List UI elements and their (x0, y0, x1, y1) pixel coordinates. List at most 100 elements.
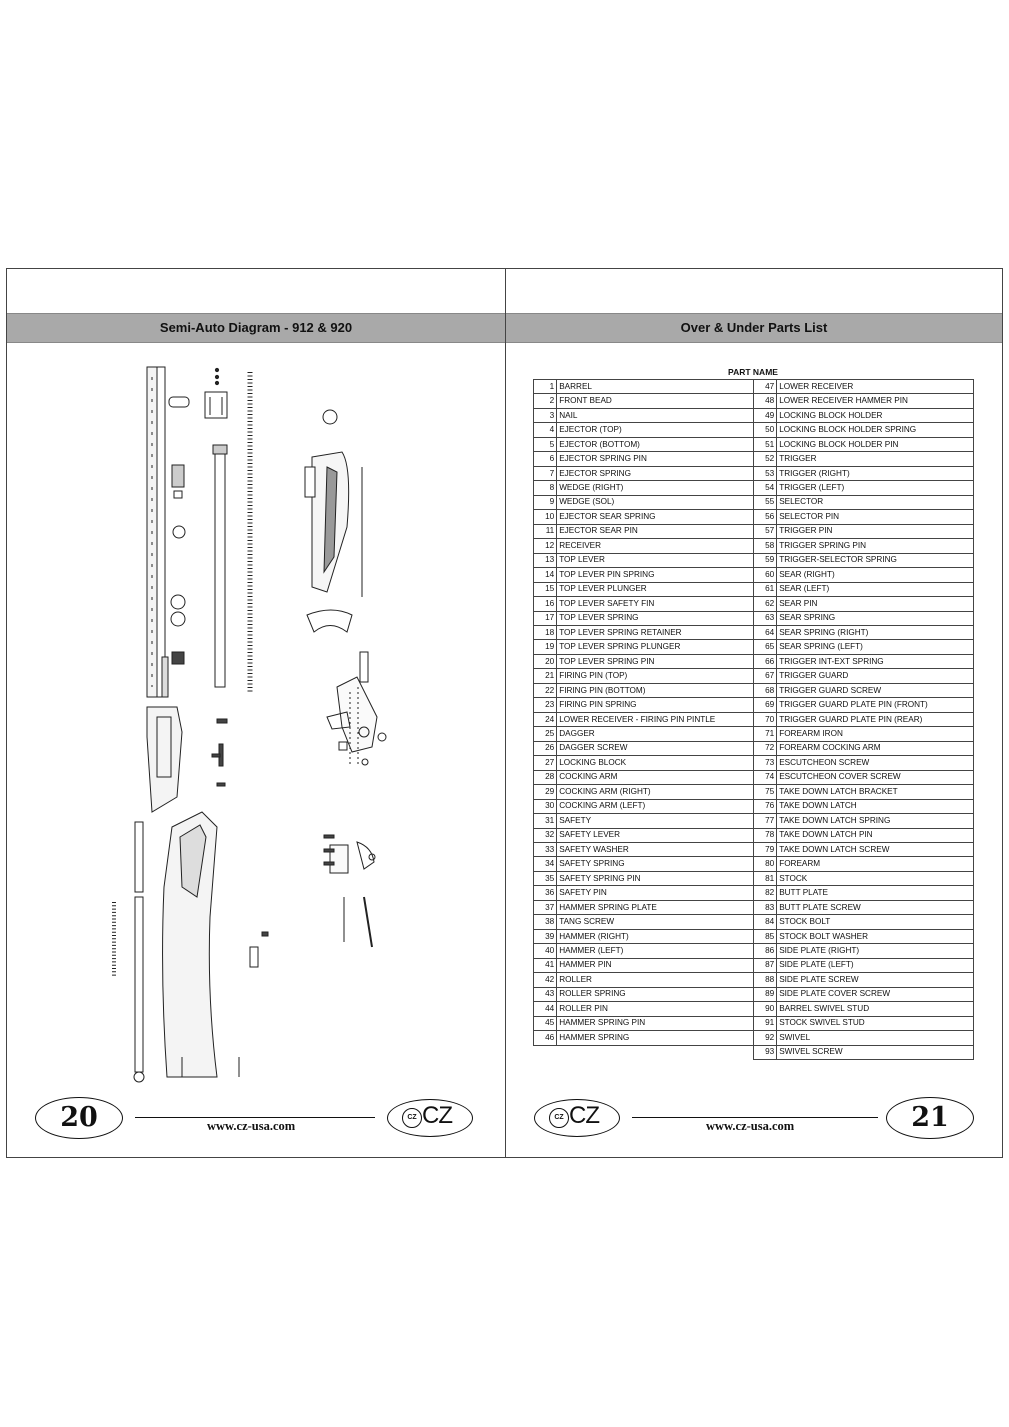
right-page-header: Over & Under Parts List (506, 313, 1002, 343)
part-number: 91 (752, 1015, 778, 1032)
part-number: 82 (752, 885, 778, 901)
part-name: SAFETY PIN (556, 885, 754, 901)
part-number: 34 (532, 856, 558, 872)
part-name: WEDGE (RIGHT) (556, 480, 754, 496)
part-number: 61 (752, 581, 778, 598)
part-name: SEAR (LEFT) (776, 581, 974, 598)
part-name: HAMMER SPRING PLATE (556, 899, 754, 916)
part-name: TOP LEVER SPRING PIN (556, 653, 754, 670)
part-number: 65 (752, 639, 778, 655)
part-number: 66 (752, 653, 778, 670)
part-name: FOREARM IRON (776, 726, 974, 742)
part-number: 56 (752, 509, 778, 525)
part-number: 11 (532, 523, 558, 540)
part-number: 32 (532, 827, 558, 844)
part-number: 26 (532, 740, 558, 757)
left-page-footer: 20 www.cz-usa.com CZ CZ (7, 1093, 505, 1153)
part-name: TRIGGER (LEFT) (776, 480, 974, 496)
part-name: FRONT BEAD (556, 393, 754, 409)
part-number: 44 (532, 1001, 558, 1017)
part-name: HAMMER (RIGHT) (556, 928, 754, 945)
page-number: 20 (35, 1097, 123, 1139)
part-name: SIDE PLATE COVER SCREW (776, 986, 974, 1003)
part-number: 73 (752, 755, 778, 771)
part-number: 58 (752, 538, 778, 554)
empty-cell (557, 1045, 754, 1059)
part-name: SAFETY WASHER (556, 841, 754, 858)
cz-logo: CZ CZ (387, 1099, 473, 1137)
part-number: 9 (532, 494, 558, 511)
part-name: TAKE DOWN LATCH SCREW (776, 841, 974, 858)
part-name: LOCKING BLOCK HOLDER (776, 407, 974, 424)
part-name: COCKING ARM (LEFT) (556, 798, 754, 815)
left-page: Semi-Auto Diagram - 912 & 920 (7, 269, 505, 1157)
part-number: 36 (532, 885, 558, 901)
part-number: 16 (532, 596, 558, 612)
part-name: HAMMER SPRING PIN (556, 1015, 754, 1032)
part-name: SEAR SPRING (776, 610, 974, 626)
part-name: ESCUTCHEON SCREW (776, 755, 974, 771)
part-name: BARREL (556, 378, 754, 395)
part-number: 48 (752, 393, 778, 409)
part-number: 31 (532, 813, 558, 829)
part-name: SEAR (RIGHT) (776, 567, 974, 583)
part-name: LOCKING BLOCK (556, 755, 754, 771)
part-name: FOREARM (776, 856, 974, 872)
footer-rule (632, 1117, 878, 1118)
website-link[interactable]: www.cz-usa.com (207, 1119, 296, 1133)
part-name: TOP LEVER PLUNGER (556, 581, 754, 598)
part-number: 63 (752, 610, 778, 626)
part-name: SELECTOR PIN (776, 509, 974, 525)
part-name: TRIGGER-SELECTOR SPRING (776, 552, 974, 569)
part-number: 37 (532, 899, 558, 916)
part-number: 14 (532, 567, 558, 583)
part-number: 53 (752, 465, 778, 482)
part-name: TRIGGER GUARD SCREW (776, 682, 974, 699)
part-name: HAMMER SPRING (556, 1030, 754, 1046)
part-name: TOP LEVER SPRING RETAINER (556, 624, 754, 641)
part-name: ESCUTCHEON COVER SCREW (776, 769, 974, 786)
barrel-drawing (146, 366, 169, 698)
part-name: LOCKING BLOCK HOLDER SPRING (776, 422, 974, 438)
part-number: 2 (532, 393, 558, 409)
part-number: 78 (752, 827, 778, 844)
part-number: 8 (532, 480, 558, 496)
part-number: 22 (532, 682, 558, 699)
part-name: ROLLER SPRING (556, 986, 754, 1003)
part-number: 71 (752, 726, 778, 742)
part-number: 39 (532, 928, 558, 945)
part-name: FIRING PIN (BOTTOM) (556, 682, 754, 699)
part-number: 13 (532, 552, 558, 569)
part-number: 52 (752, 451, 778, 467)
part-name: TANG SCREW (556, 914, 754, 930)
page-number: 21 (886, 1097, 974, 1139)
part-number: 40 (532, 943, 558, 959)
part-name: TRIGGER (776, 451, 974, 467)
part-name: TRIGGER GUARD (776, 668, 974, 684)
part-name: ROLLER (556, 972, 754, 988)
part-number: 68 (752, 682, 778, 699)
part-number: 7 (532, 465, 558, 482)
website-link[interactable]: www.cz-usa.com (706, 1119, 795, 1133)
part-number: 70 (752, 711, 778, 728)
part-name: DAGGER (556, 726, 754, 742)
part-name: ROLLER PIN (556, 1001, 754, 1017)
part-name: FOREARM COCKING ARM (776, 740, 974, 757)
part-name: TRIGGER INT-EXT SPRING (776, 653, 974, 670)
